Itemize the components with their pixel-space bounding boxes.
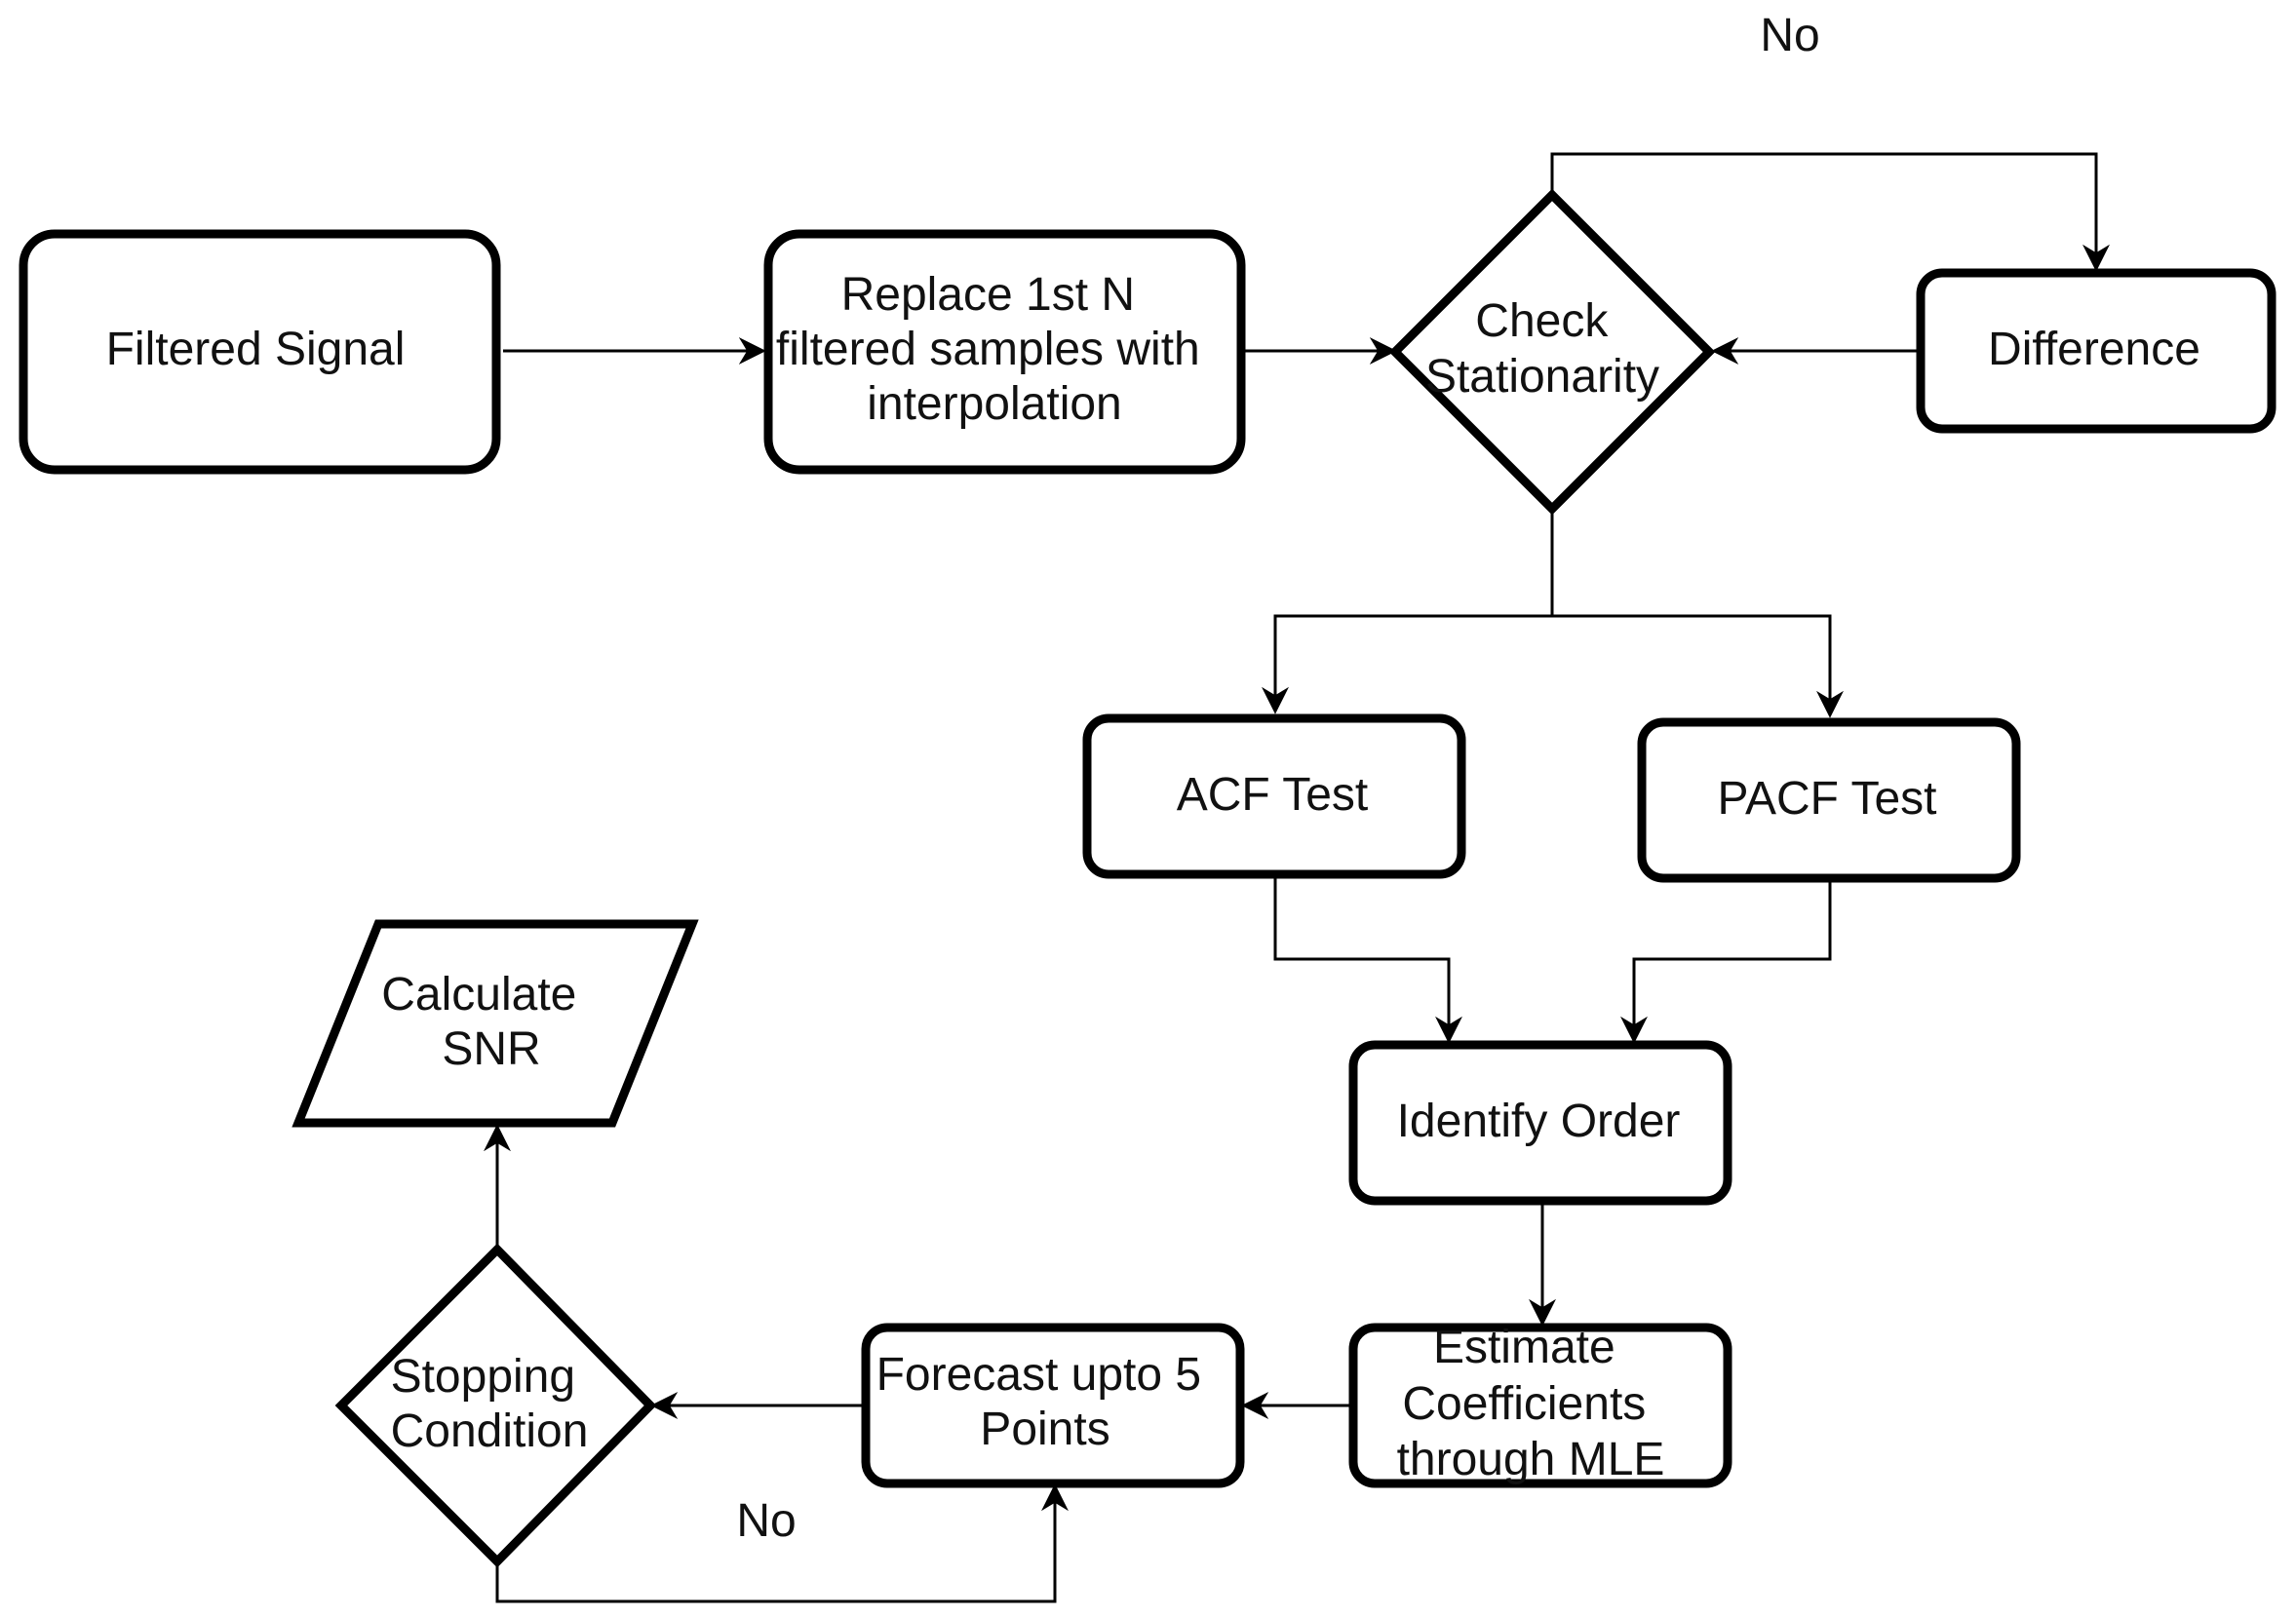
check-stationarity-diamond (1388, 188, 1716, 516)
stopping-condition-label: Stopping Condition (391, 1351, 589, 1457)
check-stationarity-label: Check Stationarity (1425, 295, 1659, 403)
estimate-label: Estimate Coefficients through MLE (1397, 1322, 1665, 1485)
edge-split-to-pacf (1552, 614, 1844, 718)
filtered-signal-box (19, 229, 501, 475)
pacf-test-box (1637, 717, 2021, 883)
stopping-condition-diamond (334, 1243, 657, 1568)
edge-pacf-to-identify (1620, 879, 1832, 1044)
replace-label: Replace 1st N filtered samples with inte… (776, 269, 1213, 430)
stopping-no-label: No (736, 1495, 796, 1547)
edge-stopping-to-forecast (495, 1483, 1069, 1603)
forecast-label: Forecast upto 5 Points (876, 1349, 1215, 1455)
filtered-signal-label: Filtered Signal (106, 324, 406, 375)
estimate-box (1348, 1323, 1732, 1488)
edge-split-to-acf (1262, 614, 1552, 714)
forecast-box (861, 1323, 1245, 1488)
edge-acf-to-identify (1273, 875, 1462, 1044)
check-no-label: No (1760, 10, 1819, 61)
acf-test-box (1082, 713, 1466, 879)
identify-order-label: Identify Order (1397, 1096, 1681, 1147)
identify-order-box (1348, 1040, 1732, 1206)
calculate-snr-parallelogram (292, 919, 699, 1128)
calculate-snr-label: Calculate SNR (381, 969, 589, 1075)
acf-test-label: ACF Test (1177, 769, 1369, 821)
connectors (484, 152, 2110, 1603)
shapes (19, 188, 2277, 1568)
node-labels: Filtered Signal Replace 1st N filtered s… (106, 269, 2200, 1485)
difference-box (1916, 268, 2277, 434)
edge-labels: No No (736, 10, 1819, 1547)
pacf-test-label: PACF Test (1718, 773, 1937, 825)
replace-box (763, 229, 1246, 475)
difference-label: Difference (1988, 324, 2200, 375)
edge-check-to-difference (1550, 152, 2110, 272)
